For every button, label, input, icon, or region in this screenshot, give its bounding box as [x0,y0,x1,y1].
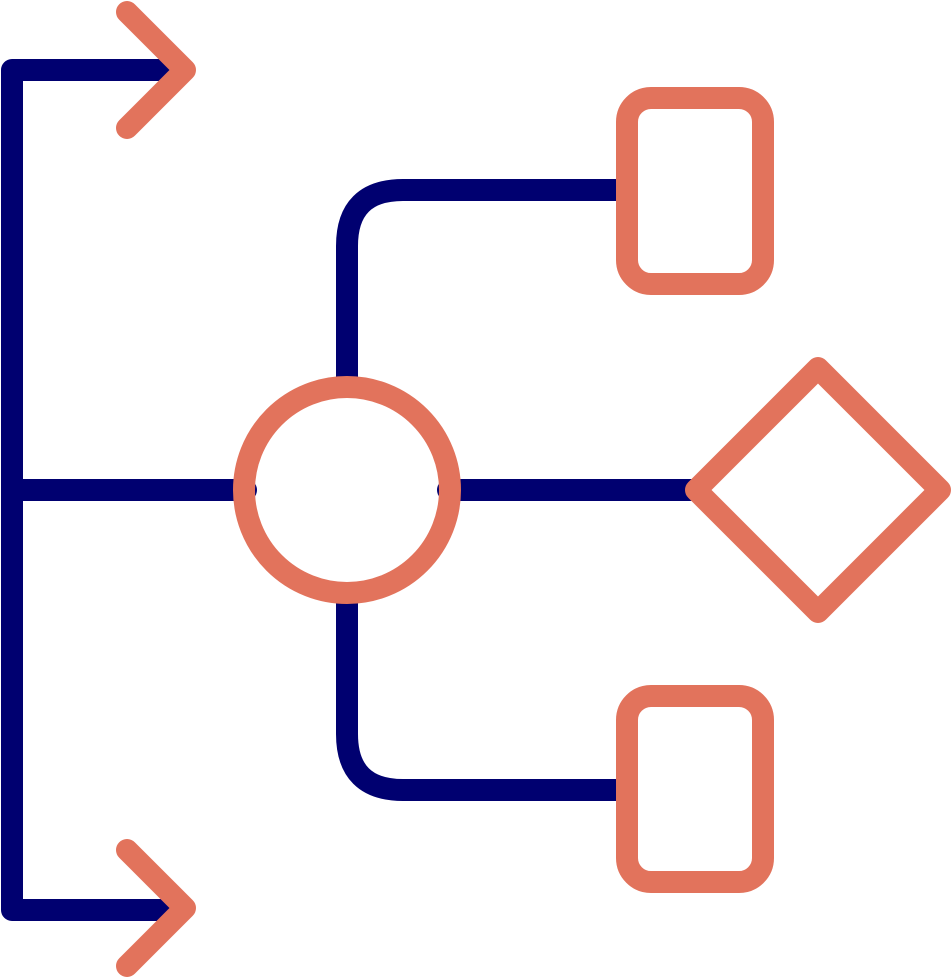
center-node-circle [233,376,461,604]
bottom-branch-connector [336,591,638,801]
top-branch-connector [336,179,638,389]
top-arrow-head-icon [116,1,196,139]
bottom-process-box [616,685,774,893]
top-process-box [616,87,774,295]
bottom-arrow-head-icon [116,839,196,977]
decision-diamond [685,357,951,623]
